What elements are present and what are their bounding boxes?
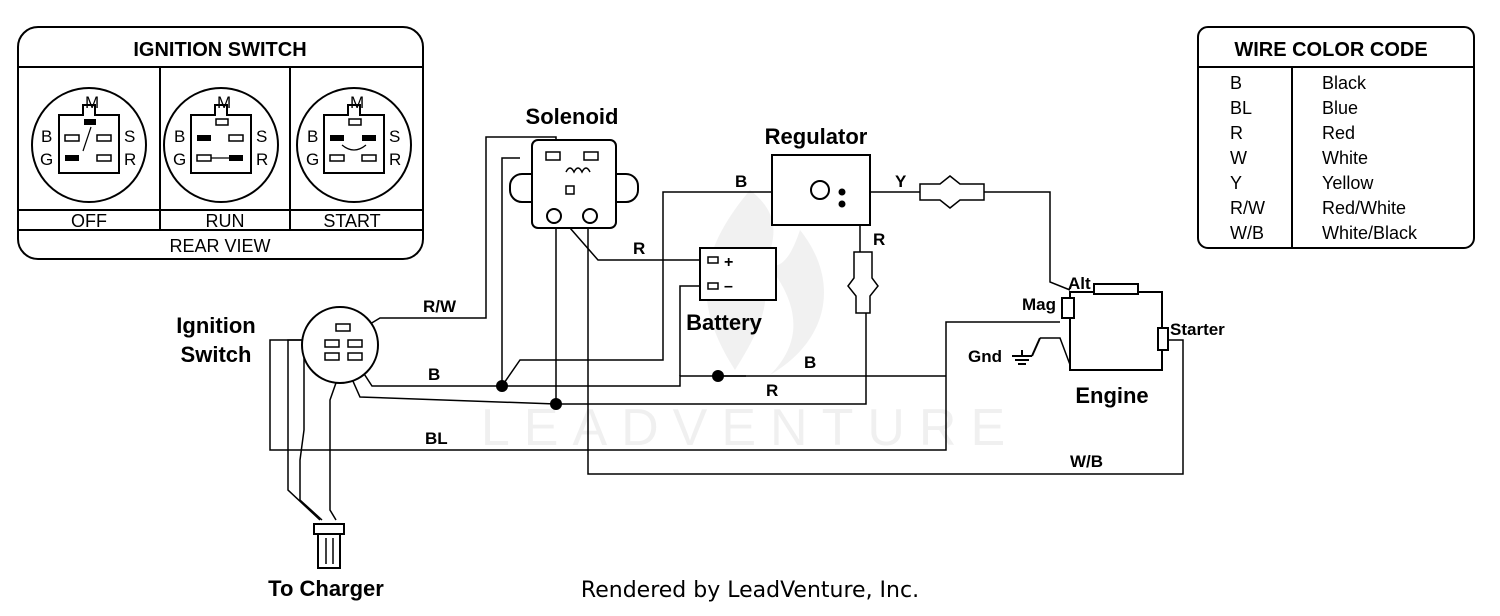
color-cell: Red/White (1322, 198, 1406, 218)
battery (699, 247, 777, 301)
junctions (496, 370, 724, 410)
engine (1061, 283, 1169, 371)
solenoid-label: Solenoid (526, 104, 619, 129)
ground-icon (1012, 337, 1041, 365)
ignition-switch-panel (17, 26, 424, 260)
switch-face-run-letters: M B S G R (173, 93, 268, 169)
switch-face-start-letters: M B S G R (306, 93, 401, 169)
solenoid (509, 139, 639, 229)
svg-text:S: S (256, 127, 267, 146)
y-connector (919, 175, 985, 209)
switch-face-off (31, 87, 147, 203)
regulator-label: Regulator (765, 124, 868, 149)
wire-battery-neg (679, 285, 706, 376)
battery-label: Battery (686, 310, 763, 335)
gnd-label: Gnd (968, 347, 1002, 366)
wire-b-ground (502, 375, 946, 387)
junction-dot (712, 370, 724, 382)
wire-gnd (1040, 337, 1073, 371)
ignition-switch (301, 306, 379, 384)
color-cell: Yellow (1322, 173, 1374, 193)
r-connector (847, 251, 879, 314)
wire-label-bl: BL (425, 429, 448, 448)
ignition-panel-border (17, 26, 424, 260)
battery-negative-label: – (724, 278, 733, 295)
wire-label-rw: R/W (423, 297, 457, 316)
wire-solenoid-right (587, 220, 1184, 475)
ignition-panel-rear-view: REAR VIEW (169, 236, 270, 256)
wire-b-regulator (501, 191, 772, 387)
battery-positive-label: + (724, 254, 733, 271)
svg-text:G: G (173, 150, 186, 169)
regulator (771, 154, 871, 226)
code-cell: Y (1230, 173, 1242, 193)
svg-text:M: M (350, 93, 364, 112)
wire-label-b-ground: B (804, 353, 816, 372)
wire-b-solenoid (501, 157, 520, 386)
wire-color-code-title: WIRE COLOR CODE (1234, 39, 1427, 61)
position-label-start: START (323, 211, 380, 231)
color-cell: Black (1322, 73, 1367, 93)
wire-r-long (339, 313, 867, 405)
wire-label-b-regulator: B (735, 172, 747, 191)
svg-text:B: B (307, 127, 318, 146)
code-cell: W (1230, 148, 1247, 168)
wire-y-2 (984, 191, 1071, 291)
svg-text:G: G (40, 150, 53, 169)
svg-text:R: R (389, 150, 401, 169)
wire-color-code-table (1197, 26, 1475, 249)
color-cell: Red (1322, 123, 1355, 143)
wire-label-r-long: R (766, 381, 778, 400)
wire-label-r-solenoid: R (633, 239, 645, 258)
position-label-run: RUN (206, 211, 245, 231)
code-cell: W/B (1230, 223, 1264, 243)
alt-label: Alt (1068, 274, 1091, 293)
svg-text:R: R (124, 150, 136, 169)
wire-label-r-regulator: R (873, 230, 885, 249)
charger-plug (313, 523, 345, 569)
color-cell: White/Black (1322, 223, 1418, 243)
ignition-switch-label-line2: Switch (181, 342, 252, 367)
wire-label-y: Y (895, 172, 907, 191)
svg-text:M: M (85, 93, 99, 112)
svg-text:B: B (174, 127, 185, 146)
svg-text:S: S (389, 127, 400, 146)
ignition-panel-title: IGNITION SWITCH (133, 39, 306, 61)
svg-text:S: S (124, 127, 135, 146)
wire-color-code-rows: B Black BL Blue R Red W White Y Yellow R… (1230, 73, 1418, 243)
wire-label-wb: W/B (1070, 452, 1103, 471)
code-cell: R/W (1230, 198, 1265, 218)
watermark: LEADVENTURE (481, 190, 1019, 457)
code-cell: B (1230, 73, 1242, 93)
wire-r-battery (569, 227, 706, 261)
ignition-switch-label-line1: Ignition (176, 313, 255, 338)
mag-label: Mag (1022, 295, 1056, 314)
footer-credit: Rendered by LeadVenture, Inc. (580, 578, 920, 603)
code-cell: BL (1230, 98, 1252, 118)
junction-dot (550, 398, 562, 410)
wire-charger-1 (287, 339, 321, 521)
svg-text:G: G (306, 150, 319, 169)
position-label-off: OFF (71, 211, 107, 231)
starter-label: Starter (1170, 320, 1225, 339)
watermark-text: LEADVENTURE (481, 399, 1019, 457)
svg-text:M: M (217, 93, 231, 112)
to-charger-label: To Charger (268, 576, 384, 601)
engine-label: Engine (1075, 383, 1148, 408)
wire-label-b-switch: B (428, 365, 440, 384)
wire-bl (269, 321, 1060, 451)
color-cell: White (1322, 148, 1368, 168)
switch-face-start (296, 87, 412, 203)
color-cell: Blue (1322, 98, 1358, 118)
code-cell: R (1230, 123, 1243, 143)
switch-face-off-letters: M B S G R (40, 93, 136, 169)
junction-dot (496, 380, 508, 392)
wire-labels: R/W B BL R B Y R B R W/B (423, 172, 1103, 471)
wire-charger-3 (329, 359, 345, 521)
svg-text:B: B (41, 127, 52, 146)
switch-face-run (163, 87, 279, 203)
svg-text:R: R (256, 150, 268, 169)
